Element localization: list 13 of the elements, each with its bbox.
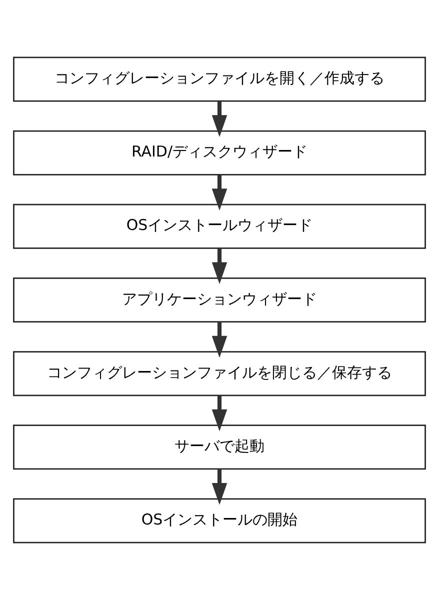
arrow — [212, 174, 228, 211]
node-box: OSインストールの開始 — [13, 498, 426, 544]
node-box: コンフィグレーションファイルを開く／作成する — [13, 56, 426, 102]
node-box: サーバで起動 — [13, 424, 426, 470]
arrow — [212, 395, 228, 432]
node-box: RAID/ディスクウィザード — [13, 130, 426, 176]
arrow — [212, 248, 228, 284]
arrow — [212, 322, 228, 358]
node-box: コンフィグレーションファイルを閉じる／保存する — [13, 351, 426, 396]
node-box: アプリケーションウィザード — [13, 278, 426, 322]
arrow — [212, 469, 228, 505]
node-box: OSインストールウィザード — [13, 204, 426, 249]
arrow — [212, 101, 228, 137]
